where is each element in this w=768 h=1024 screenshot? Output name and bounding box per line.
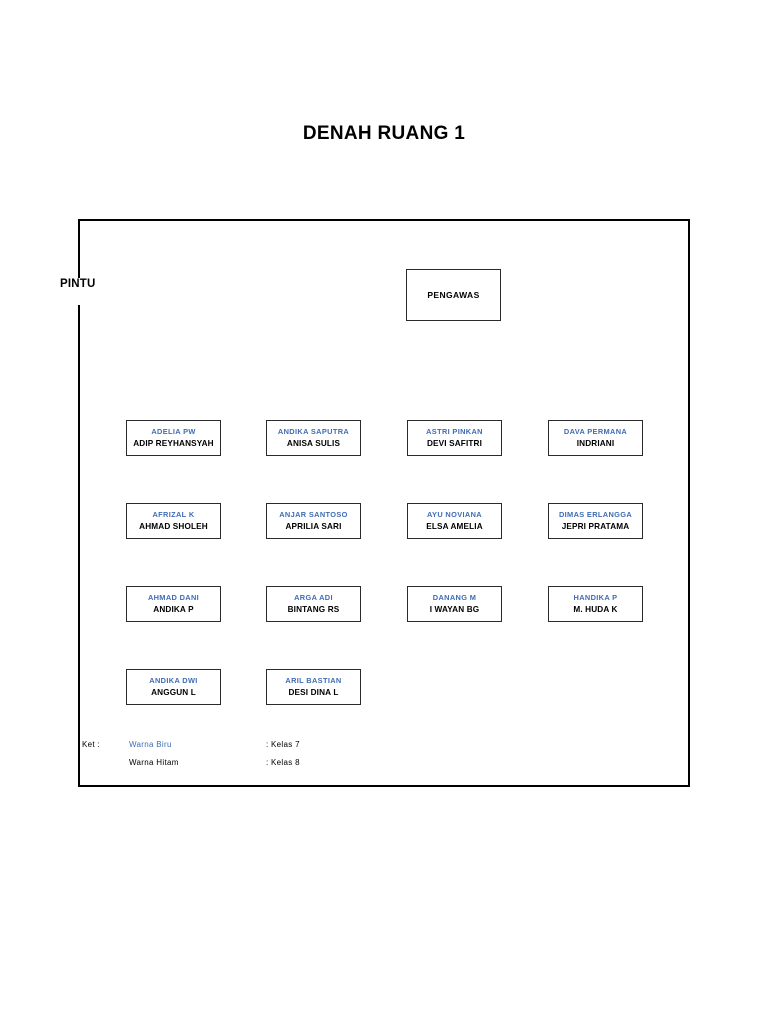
room-wall-left-lower [78,305,80,787]
seat-name-kelas8: M. HUDA K [573,604,618,614]
seat-row: AHMAD DANI ANDIKA P ARGA ADI BINTANG RS DANA… [126,586,646,669]
seat-box[interactable]: ADELIA PW ADIP REYHANSYAH [126,420,221,456]
room-wall-left-upper [78,219,80,278]
seat-name-kelas8: ANISA SULIS [286,438,341,448]
seat-name-kelas7: ADELIA PW [151,426,196,436]
seat-name-kelas8: ANDIKA P [153,604,194,614]
seat-name-kelas7: AHMAD DANI [147,592,200,602]
seat-box[interactable]: HANDIKA P M. HUDA K [548,586,643,622]
seat-box[interactable]: ASTRI PINKAN DEVI SAFITRI [407,420,502,456]
seat-name-kelas8: ELSA AMELIA [426,521,483,531]
seat-name-kelas8: BINTANG RS [287,604,340,614]
legend-label-warna-biru: Warna Biru [129,740,172,749]
page-title: DENAH RUANG 1 [302,123,466,144]
seat-box[interactable]: AYU NOVIANA ELSA AMELIA [407,503,502,539]
supervisor-desk-label: PENGAWAS [427,290,480,300]
room-wall-top [78,219,690,221]
door-label-pintu: PINTU [60,278,96,290]
seat-name-kelas7: HANDIKA P [573,592,618,602]
seat-box[interactable]: ANDIKA DWI ANGGUN L [126,669,221,705]
seat-name-kelas7: DANANG M [432,592,477,602]
seat-name-kelas8: AHMAD SHOLEH [139,521,208,531]
legend-title: Ket : [82,740,100,749]
seat-box[interactable]: ANJAR SANTOSO APRILIA SARI [266,503,361,539]
seat-name-kelas7: DIMAS ERLANGGA [558,509,633,519]
seat-box[interactable]: DIMAS ERLANGGA JEPRI PRATAMA [548,503,643,539]
room-outline [78,219,690,787]
seat-box[interactable]: ARGA ADI BINTANG RS [266,586,361,622]
seat-box[interactable]: AFRIZAL K AHMAD SHOLEH [126,503,221,539]
seat-name-kelas8: DEVI SAFITRI [426,438,483,448]
room-wall-bottom [78,785,690,787]
seat-row: AFRIZAL K AHMAD SHOLEH ANJAR SANTOSO APRILI… [126,503,646,586]
legend-value-kelas-7: : Kelas 7 [266,740,300,749]
seat-name-kelas7: AFRIZAL K [152,509,195,519]
seat-box[interactable]: ANDIKA SAPUTRA ANISA SULIS [266,420,361,456]
legend-value-kelas-8: : Kelas 8 [266,758,300,767]
seat-name-kelas7: ARGA ADI [294,592,333,602]
room-wall-right [688,219,690,787]
seat-box[interactable]: AHMAD DANI ANDIKA P [126,586,221,622]
seat-box[interactable]: ARIL BASTIAN DESI DINA L [266,669,361,705]
supervisor-desk: PENGAWAS [406,269,501,321]
seat-name-kelas7: ANDIKA DWI [149,675,198,685]
legend-label-warna-hitam: Warna Hitam [129,758,179,767]
seat-name-kelas8: INDRIANI [576,438,615,448]
legend: Ket : Warna Biru : Kelas 7 Warna Hitam :… [82,736,300,772]
seat-name-kelas8: ADIP REYHANSYAH [133,438,214,448]
seat-row: ANDIKA DWI ANGGUN L ARIL BASTIAN DESI DINA … [126,669,646,752]
seat-box[interactable]: DAVA PERMANA INDRIANI [548,420,643,456]
seat-name-kelas7: DAVA PERMANA [563,426,628,436]
seat-name-kelas7: ASTRI PINKAN [426,426,483,436]
seat-name-kelas7: AYU NOVIANA [427,509,482,519]
seat-name-kelas7: ANJAR SANTOSO [279,509,348,519]
seat-name-kelas8: APRILIA SARI [285,521,342,531]
seat-name-kelas8: DESI DINA L [288,687,339,697]
seat-name-kelas7: ANDIKA SAPUTRA [277,426,350,436]
seat-name-kelas8: JEPRI PRATAMA [561,521,630,531]
seat-name-kelas8: I WAYAN BG [429,604,480,614]
seat-box[interactable]: DANANG M I WAYAN BG [407,586,502,622]
seat-name-kelas8: ANGGUN L [151,687,196,697]
seat-name-kelas7: ARIL BASTIAN [285,675,342,685]
